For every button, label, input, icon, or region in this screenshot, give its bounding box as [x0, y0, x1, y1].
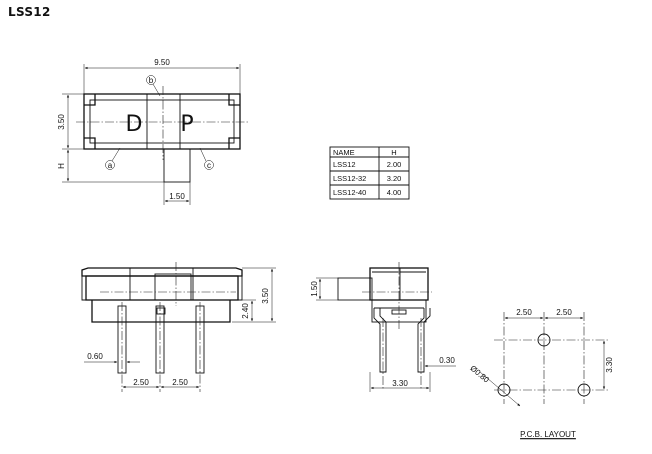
front-height-dim: 3.50 — [261, 288, 270, 304]
side-lever — [337, 277, 373, 301]
table-header-name: NAME — [333, 148, 355, 157]
dimension-table: NAME H LSS12 2.00 LSS12-32 3.20 LSS12-40… — [329, 146, 410, 200]
pcb-height-dim: 3.30 — [605, 357, 614, 373]
table-cell: 3.20 — [387, 174, 402, 183]
top-pin-dim: 1.50 — [169, 192, 185, 201]
table-cell: LSS12-32 — [333, 174, 366, 183]
pcb-hole — [577, 383, 591, 397]
table-header-h: H — [391, 148, 396, 157]
side-width-dim: 3.30 — [392, 379, 408, 388]
top-h-dim: H — [57, 163, 66, 169]
table-cell: LSS12-40 — [333, 188, 366, 197]
letter-p: P — [180, 112, 193, 137]
pin-width-dim: 0.60 — [87, 352, 103, 361]
table-cell: LSS12 — [333, 160, 356, 169]
table-cell: 2.00 — [387, 160, 402, 169]
letter-d: D — [126, 112, 143, 137]
pcb-hole-dim: Ø0.80 — [468, 364, 491, 385]
top-view: 9.50 3.50 H 1.50 D P b a c — [57, 58, 250, 205]
lever-outline — [163, 148, 191, 183]
pcb-hole — [537, 333, 551, 347]
page-title: LSS12 — [8, 5, 51, 19]
side-lever-dim: 1.50 — [310, 281, 319, 297]
callout-c: c — [207, 161, 211, 170]
pcb-pitch-left: 2.50 — [516, 308, 532, 317]
table-cell: 4.00 — [387, 188, 402, 197]
pcb-pitch-right: 2.50 — [556, 308, 572, 317]
top-width-dim: 9.50 — [154, 58, 170, 67]
callout-a: a — [108, 161, 113, 170]
front-body-dim: 2.40 — [241, 303, 250, 319]
pcb-hole — [497, 383, 511, 397]
actuator-outline — [146, 93, 181, 150]
pcb-caption: P.C.B. LAYOUT — [520, 430, 576, 439]
front-actuator — [154, 273, 192, 301]
side-view: 1.50 0.30 3.30 — [310, 262, 456, 392]
switch-body-outline — [83, 93, 241, 150]
top-height-dim: 3.50 — [57, 114, 66, 130]
front-pitch-left: 2.50 — [133, 378, 149, 387]
front-view: 3.50 2.40 0.60 2.50 2.50 — [81, 262, 276, 392]
callout-b: b — [149, 76, 154, 85]
pcb-layout: 2.50 2.50 3.30 Ø0.80 P.C.B. LAYOUT — [468, 308, 614, 440]
front-pitch-right: 2.50 — [172, 378, 188, 387]
side-pin-dim: 0.30 — [439, 356, 455, 365]
